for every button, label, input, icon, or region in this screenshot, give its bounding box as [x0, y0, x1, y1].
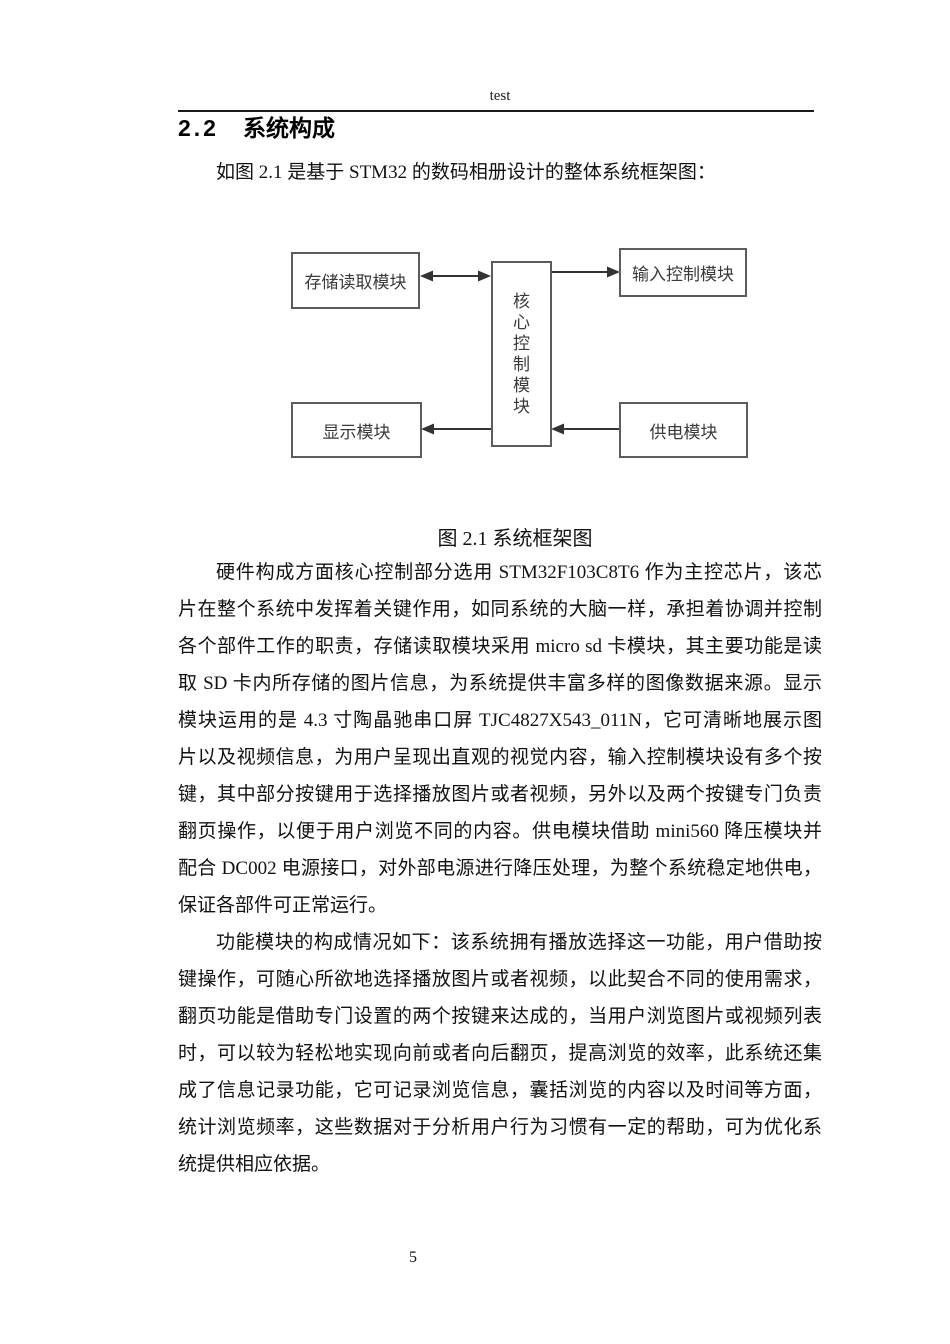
arrowhead-left-icon	[551, 423, 564, 435]
paragraph-line: 键，其中部分按键用于选择播放图片或者视频，另外以及两个按键专门负责	[178, 784, 822, 805]
paragraph-line: 统计浏览频率，这些数据对于分析用户行为习惯有一定的帮助，可为优化系	[178, 1117, 822, 1138]
section-number: 2.2	[178, 115, 219, 141]
arrowhead-left-icon	[420, 270, 433, 282]
running-header: test	[489, 88, 511, 104]
diagram-node-display-label: 显示模块	[322, 422, 391, 442]
paragraph-line: 各个部件工作的职责，存储读取模块采用 micro sd 卡模块，其主要功能是读	[178, 636, 822, 657]
intro-paragraph: 如图 2.1 是基于 STM32 的数码相册设计的整体系统框架图：	[216, 162, 716, 183]
paragraph-line: 片以及视频信息，为用户呈现出直观的视觉内容，输入控制模块设有多个按	[178, 747, 822, 768]
body-paragraphs: 硬件构成方面核心控制部分选用 STM32F103C8T6 作为主控芯片，该芯片在…	[178, 554, 822, 1183]
paragraph: 功能模块的构成情况如下：该系统拥有播放选择这一功能，用户借助按键操作，可随心所欲…	[178, 924, 822, 1183]
diagram-node-power: 供电模块	[619, 402, 748, 458]
section-title: 系统构成	[242, 115, 335, 141]
page-number: 5	[409, 1249, 417, 1266]
paragraph-line: 时，可以较为轻松地实现向前或者向后翻页，提高浏览的效率，此系统还集	[178, 1043, 822, 1064]
diagram-node-display: 显示模块	[291, 402, 422, 458]
section-heading: 2.2 系统构成	[178, 112, 335, 144]
diagram-node-input-control-label: 输入控制模块	[632, 265, 734, 284]
paragraph-line: 统提供相应依据。	[178, 1154, 331, 1175]
paragraph-line: 翻页功能是借助专门设置的两个按键来达成的，当用户浏览图片或视频列表	[178, 1006, 822, 1027]
paragraph-line: 保证各部件可正常运行。	[178, 895, 388, 916]
diagram-node-storage: 存储读取模块	[291, 252, 420, 309]
paragraph: 硬件构成方面核心控制部分选用 STM32F103C8T6 作为主控芯片，该芯片在…	[178, 554, 822, 924]
header-rule	[178, 110, 814, 112]
paragraph-line: 片在整个系统中发挥着关键作用，如同系统的大脑一样，承担着协调并控制	[178, 599, 822, 620]
diagram-node-core-control-label: 核心控制模块	[513, 292, 530, 416]
arrowhead-left-icon	[421, 423, 434, 435]
diagram-node-core-control: 核心控制模块	[491, 261, 552, 447]
paragraph-line: 配合 DC002 电源接口，对外部电源进行降压处理，为整个系统稳定地供电，	[178, 858, 822, 879]
paragraph-line: 键操作，可随心所欲地选择播放图片或者视频，以此契合不同的使用需求，	[178, 969, 822, 990]
diagram-node-input-control: 输入控制模块	[619, 248, 747, 297]
figure-caption: 图 2.1 系统框架图	[437, 528, 593, 550]
paragraph-line: 翻页操作，以便于用户浏览不同的内容。供电模块借助 mini560 降压模块并	[178, 821, 822, 842]
paragraph-line: 硬件构成方面核心控制部分选用 STM32F103C8T6 作为主控芯片，该芯	[216, 562, 822, 583]
diagram-arrows	[420, 266, 620, 435]
paragraph-line: 成了信息记录功能，它可记录浏览信息，囊括浏览的内容以及时间等方面，	[178, 1080, 822, 1101]
paragraph-line: 取 SD 卡内所存储的图片信息，为系统提供丰富多样的图像数据来源。显示	[178, 673, 822, 694]
diagram-node-storage-label: 存储读取模块	[304, 273, 407, 292]
paragraph-line: 功能模块的构成情况如下：该系统拥有播放选择这一功能，用户借助按	[216, 932, 822, 953]
paragraph-line: 模块运用的是 4.3 寸陶晶驰串口屏 TJC4827X543_011N，它可清晰…	[178, 710, 822, 731]
diagram-node-power-label: 供电模块	[649, 422, 718, 442]
arrowhead-right-icon	[478, 270, 491, 282]
